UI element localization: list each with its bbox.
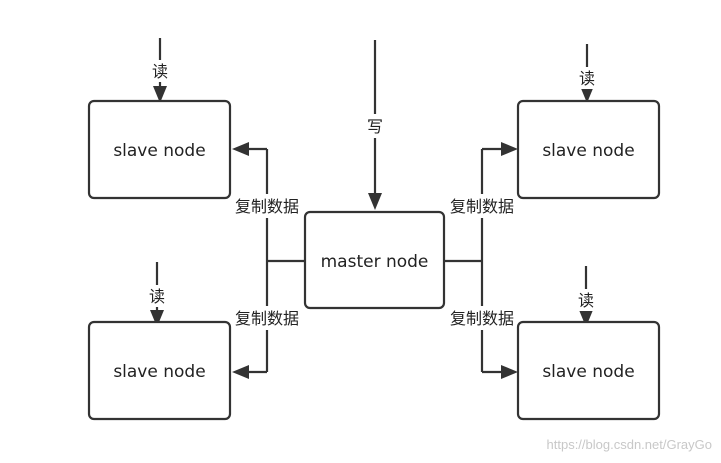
read-arrow-head-top-right — [580, 86, 594, 103]
slave-node-box-bottom-left — [87, 320, 232, 421]
watermark-text: https://blog.csdn.net/GrayGo — [547, 437, 712, 452]
read-label-bottom-left: 读 — [149, 287, 165, 306]
replicate-label-bottom-right: 复制数据 — [450, 309, 514, 328]
slave-node-label-top-right: slave node — [542, 141, 634, 161]
master-node-box — [303, 210, 446, 310]
slave-node-box-top-left — [87, 99, 232, 200]
read-label-top-right: 读 — [579, 69, 595, 88]
replicate-label-top-left: 复制数据 — [235, 197, 299, 216]
write-arrow-head — [368, 193, 382, 210]
slave-node-label-bottom-right: slave node — [542, 362, 634, 382]
read-label-bottom-right: 读 — [578, 291, 594, 310]
read-label-top-left: 读 — [152, 62, 168, 81]
slave-node-box-top-right — [516, 99, 661, 200]
replicate-label-bottom-left: 复制数据 — [235, 309, 299, 328]
master-node-label: master node — [321, 252, 429, 272]
read-arrow-head-top-left — [153, 86, 167, 103]
slave-node-label-bottom-left: slave node — [113, 362, 205, 382]
read-arrow-head-bottom-left — [150, 310, 164, 327]
left-top-arrow-head — [232, 142, 249, 156]
left-bottom-arrow-head — [232, 365, 249, 379]
slave-node-box-bottom-right — [516, 320, 661, 421]
replicate-label-top-right: 复制数据 — [450, 197, 514, 216]
read-arrow-head-bottom-right — [579, 310, 593, 327]
slave-node-label-top-left: slave node — [113, 141, 205, 161]
right-bottom-arrow-head — [501, 365, 518, 379]
right-top-arrow-head — [501, 142, 518, 156]
write-label: 写 — [367, 117, 383, 136]
